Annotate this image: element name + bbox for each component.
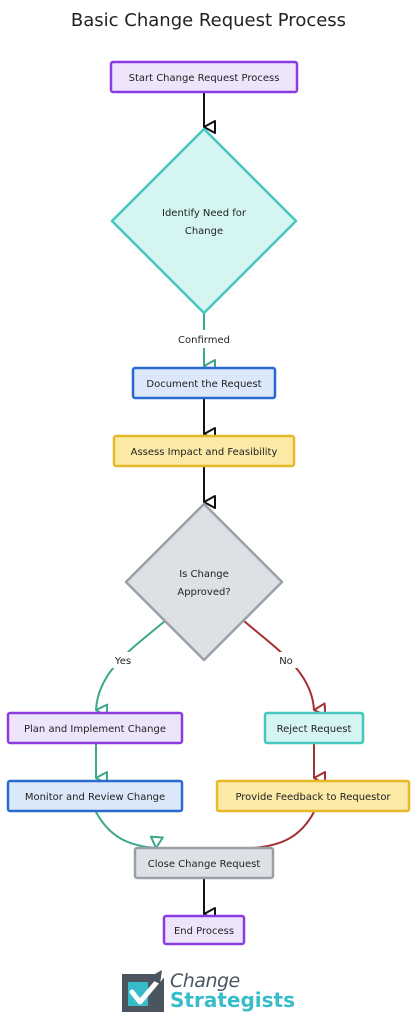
logo-text-strategists: Strategists xyxy=(170,988,295,1012)
feedback-label: Provide Feedback to Requestor xyxy=(235,792,391,803)
assess-label: Assess Impact and Feasibility xyxy=(131,447,278,458)
edge-feedback-close xyxy=(245,811,315,861)
node-close-request: Close Change Request xyxy=(133,846,275,880)
edge-monitor-close xyxy=(95,811,164,849)
node-identify-need: Identify Need for Change xyxy=(110,127,298,315)
no-label-bg xyxy=(274,652,298,668)
plan-label: Plan and Implement Change xyxy=(24,724,166,735)
node-assess-impact: Assess Impact and Feasibility xyxy=(112,434,296,468)
change-strategists-logo: Change Strategists xyxy=(118,968,318,1016)
confirmed-label: Confirmed xyxy=(178,335,230,346)
node-provide-feedback: Provide Feedback to Requestor xyxy=(215,779,411,813)
approved-label-line1: Is Change xyxy=(179,569,229,580)
yes-label-bg xyxy=(110,652,136,668)
node-is-change-approved: Is Change Approved? xyxy=(124,502,284,662)
end-label: End Process xyxy=(174,926,234,937)
identify-label-line1: Identify Need for xyxy=(162,208,247,219)
approved-label-line2: Approved? xyxy=(177,587,230,598)
logo-text-change: Change xyxy=(170,970,240,992)
node-reject-request: Reject Request xyxy=(263,711,365,745)
node-monitor-review: Monitor and Review Change xyxy=(6,779,184,813)
node-plan-implement: Plan and Implement Change xyxy=(6,711,184,745)
monitor-label: Monitor and Review Change xyxy=(25,792,165,803)
yes-label: Yes xyxy=(114,656,131,667)
confirmed-label-bg xyxy=(174,330,234,348)
node-start: Start Change Request Process xyxy=(109,60,299,94)
identify-label-line2: Change xyxy=(185,226,223,237)
start-label: Start Change Request Process xyxy=(129,73,280,84)
node-end-process: End Process xyxy=(162,914,246,946)
reject-label: Reject Request xyxy=(277,724,352,735)
logo-mark-icon xyxy=(122,970,165,1012)
close-label: Close Change Request xyxy=(148,859,261,870)
document-label: Document the Request xyxy=(146,379,261,390)
node-document-request: Document the Request xyxy=(131,366,277,400)
diagram-title: Basic Change Request Process xyxy=(70,10,347,31)
no-label: No xyxy=(279,656,293,667)
